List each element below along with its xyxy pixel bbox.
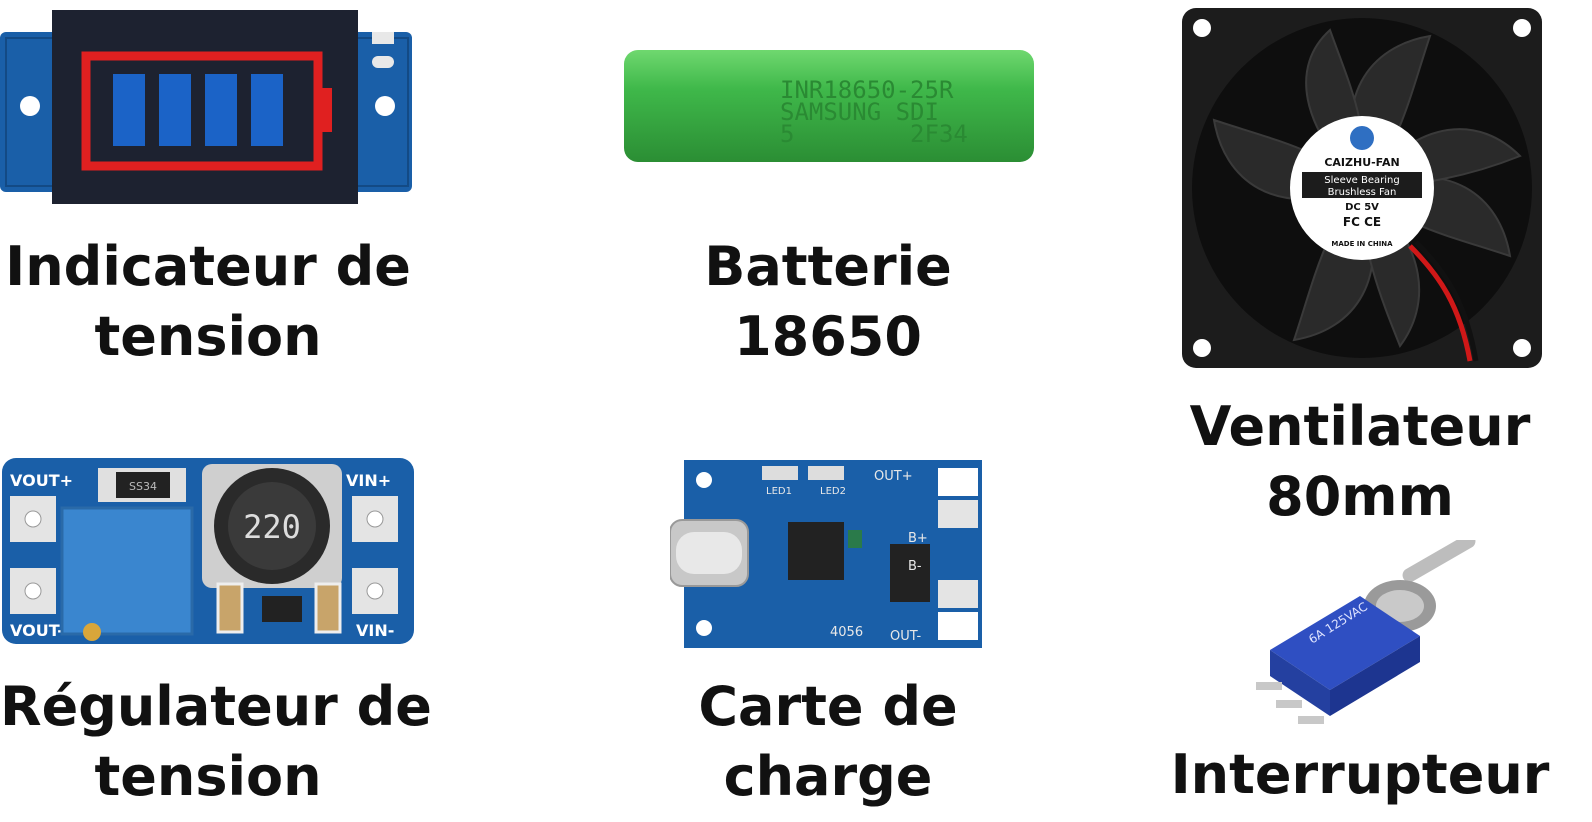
battery-print-line1: INR18650-25R [780,76,954,104]
caption-line: 80mm [1266,465,1454,528]
pcb-diode-text: SS34 [129,480,157,493]
caption-line: Interrupteur [1170,743,1550,806]
pcb-vout-minus: VOUT- [10,621,64,640]
battery-image: INR18650-25R SAMSUNG SDI 5 2F34 [620,46,1040,166]
pcb-vin-minus: VIN- [356,621,394,640]
fan-label-line2: Brushless Fan [1328,187,1397,198]
fan-label-line4: FC CE [1343,215,1381,229]
caption-voltage-indicator: Indicateur de tension [0,232,416,372]
caption-switch: Interrupteur [1160,740,1560,810]
caption-battery: Batterie 18650 [620,232,1036,372]
caption-line: charge [723,745,933,808]
caption-voltage-regulator: Régulateur de tension [0,672,432,812]
fan-label-brand: CAIZHU-FAN [1324,156,1399,169]
fan-label-line1: Sleeve Bearing [1324,175,1399,186]
caption-line: 18650 [734,305,922,368]
pcb-vout-plus: VOUT+ [10,471,73,490]
caption-charge-board: Carte de charge [620,672,1036,812]
charge-board-image: LED1 LED2 4056 OUT+ OUT- B+ B- [670,458,986,650]
pcb-led1: LED1 [766,486,792,497]
fan-label-line5: MADE IN CHINA [1331,240,1393,248]
voltage-regulator-image: VOUT+ VOUT- VIN+ VIN- SS34 220 [0,456,416,646]
caption-line: tension [94,305,322,368]
pcb-inductor-text: 220 [243,508,301,546]
pcb-b-plus: B+ [908,531,928,546]
pcb-vin-plus: VIN+ [346,471,391,490]
pcb-chip-text: 4056 [830,625,863,640]
fan-image: CAIZHU-FAN Sleeve Bearing Brushless Fan … [1180,6,1544,370]
caption-line: Carte de [698,675,958,738]
caption-line: Batterie [704,235,952,298]
battery-print-line2: SAMSUNG SDI [780,98,939,126]
caption-line: tension [94,745,322,808]
pcb-led2: LED2 [820,486,846,497]
pcb-b-minus: B- [908,559,922,574]
voltage-indicator-image [0,10,420,210]
caption-line: Ventilateur [1189,395,1531,458]
battery-print-line3: 5 2F34 [780,120,968,148]
caption-line: Indicateur de [5,235,411,298]
caption-fan: Ventilateur 80mm [1160,392,1560,532]
fan-label-line3: DC 5V [1345,202,1379,213]
switch-image: 6A 125VAC [1250,540,1510,736]
pcb-out-minus: OUT- [890,629,921,644]
pcb-out-plus: OUT+ [874,469,913,484]
caption-line: Régulateur de [0,675,432,738]
